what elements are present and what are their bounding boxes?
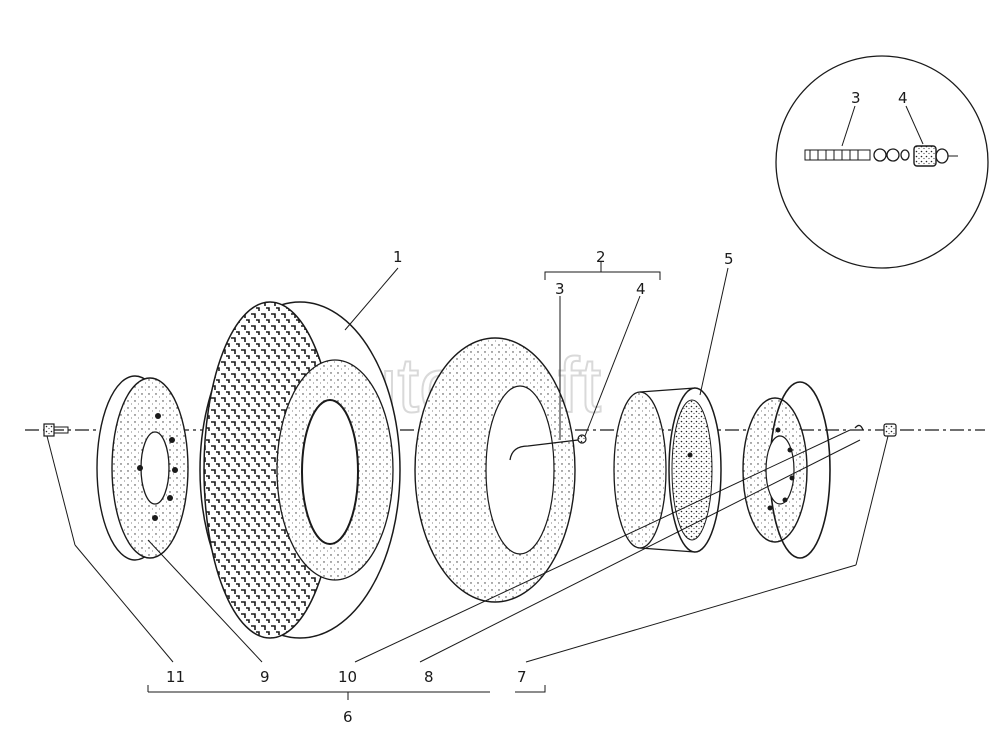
- callout-1: 1: [393, 248, 403, 266]
- washer-icon: [854, 424, 864, 431]
- callout-8: 8: [424, 668, 434, 686]
- callout-2: 2: [596, 248, 606, 266]
- callout-5: 5: [724, 250, 734, 268]
- inset-detail: 3 4: [775, 55, 989, 269]
- tube-valve-icon: [509, 434, 587, 461]
- callout-3: 3: [555, 280, 565, 298]
- callout-7: 7: [517, 668, 527, 686]
- nut-icon: [883, 423, 897, 437]
- inner-tube-icon: [414, 337, 576, 603]
- bolt-icon: [43, 423, 69, 437]
- rim-icon: [613, 387, 722, 553]
- inset-label-cap: 4: [898, 89, 908, 107]
- wheel-rim-icon: [742, 381, 831, 559]
- callout-9: 9: [260, 668, 270, 686]
- callout-6: 6: [343, 708, 353, 726]
- leader-lines: [46, 262, 889, 700]
- valve-inset-icon: [804, 148, 910, 162]
- wheel-disc-icon: [96, 375, 189, 561]
- cap-inset-icon: [913, 145, 958, 167]
- inset-label-valve: 3: [851, 89, 861, 107]
- callout-11: 11: [166, 668, 185, 686]
- inset-circle: [775, 55, 989, 269]
- tyre-icon: [199, 301, 401, 639]
- callout-4: 4: [636, 280, 646, 298]
- callout-10: 10: [338, 668, 357, 686]
